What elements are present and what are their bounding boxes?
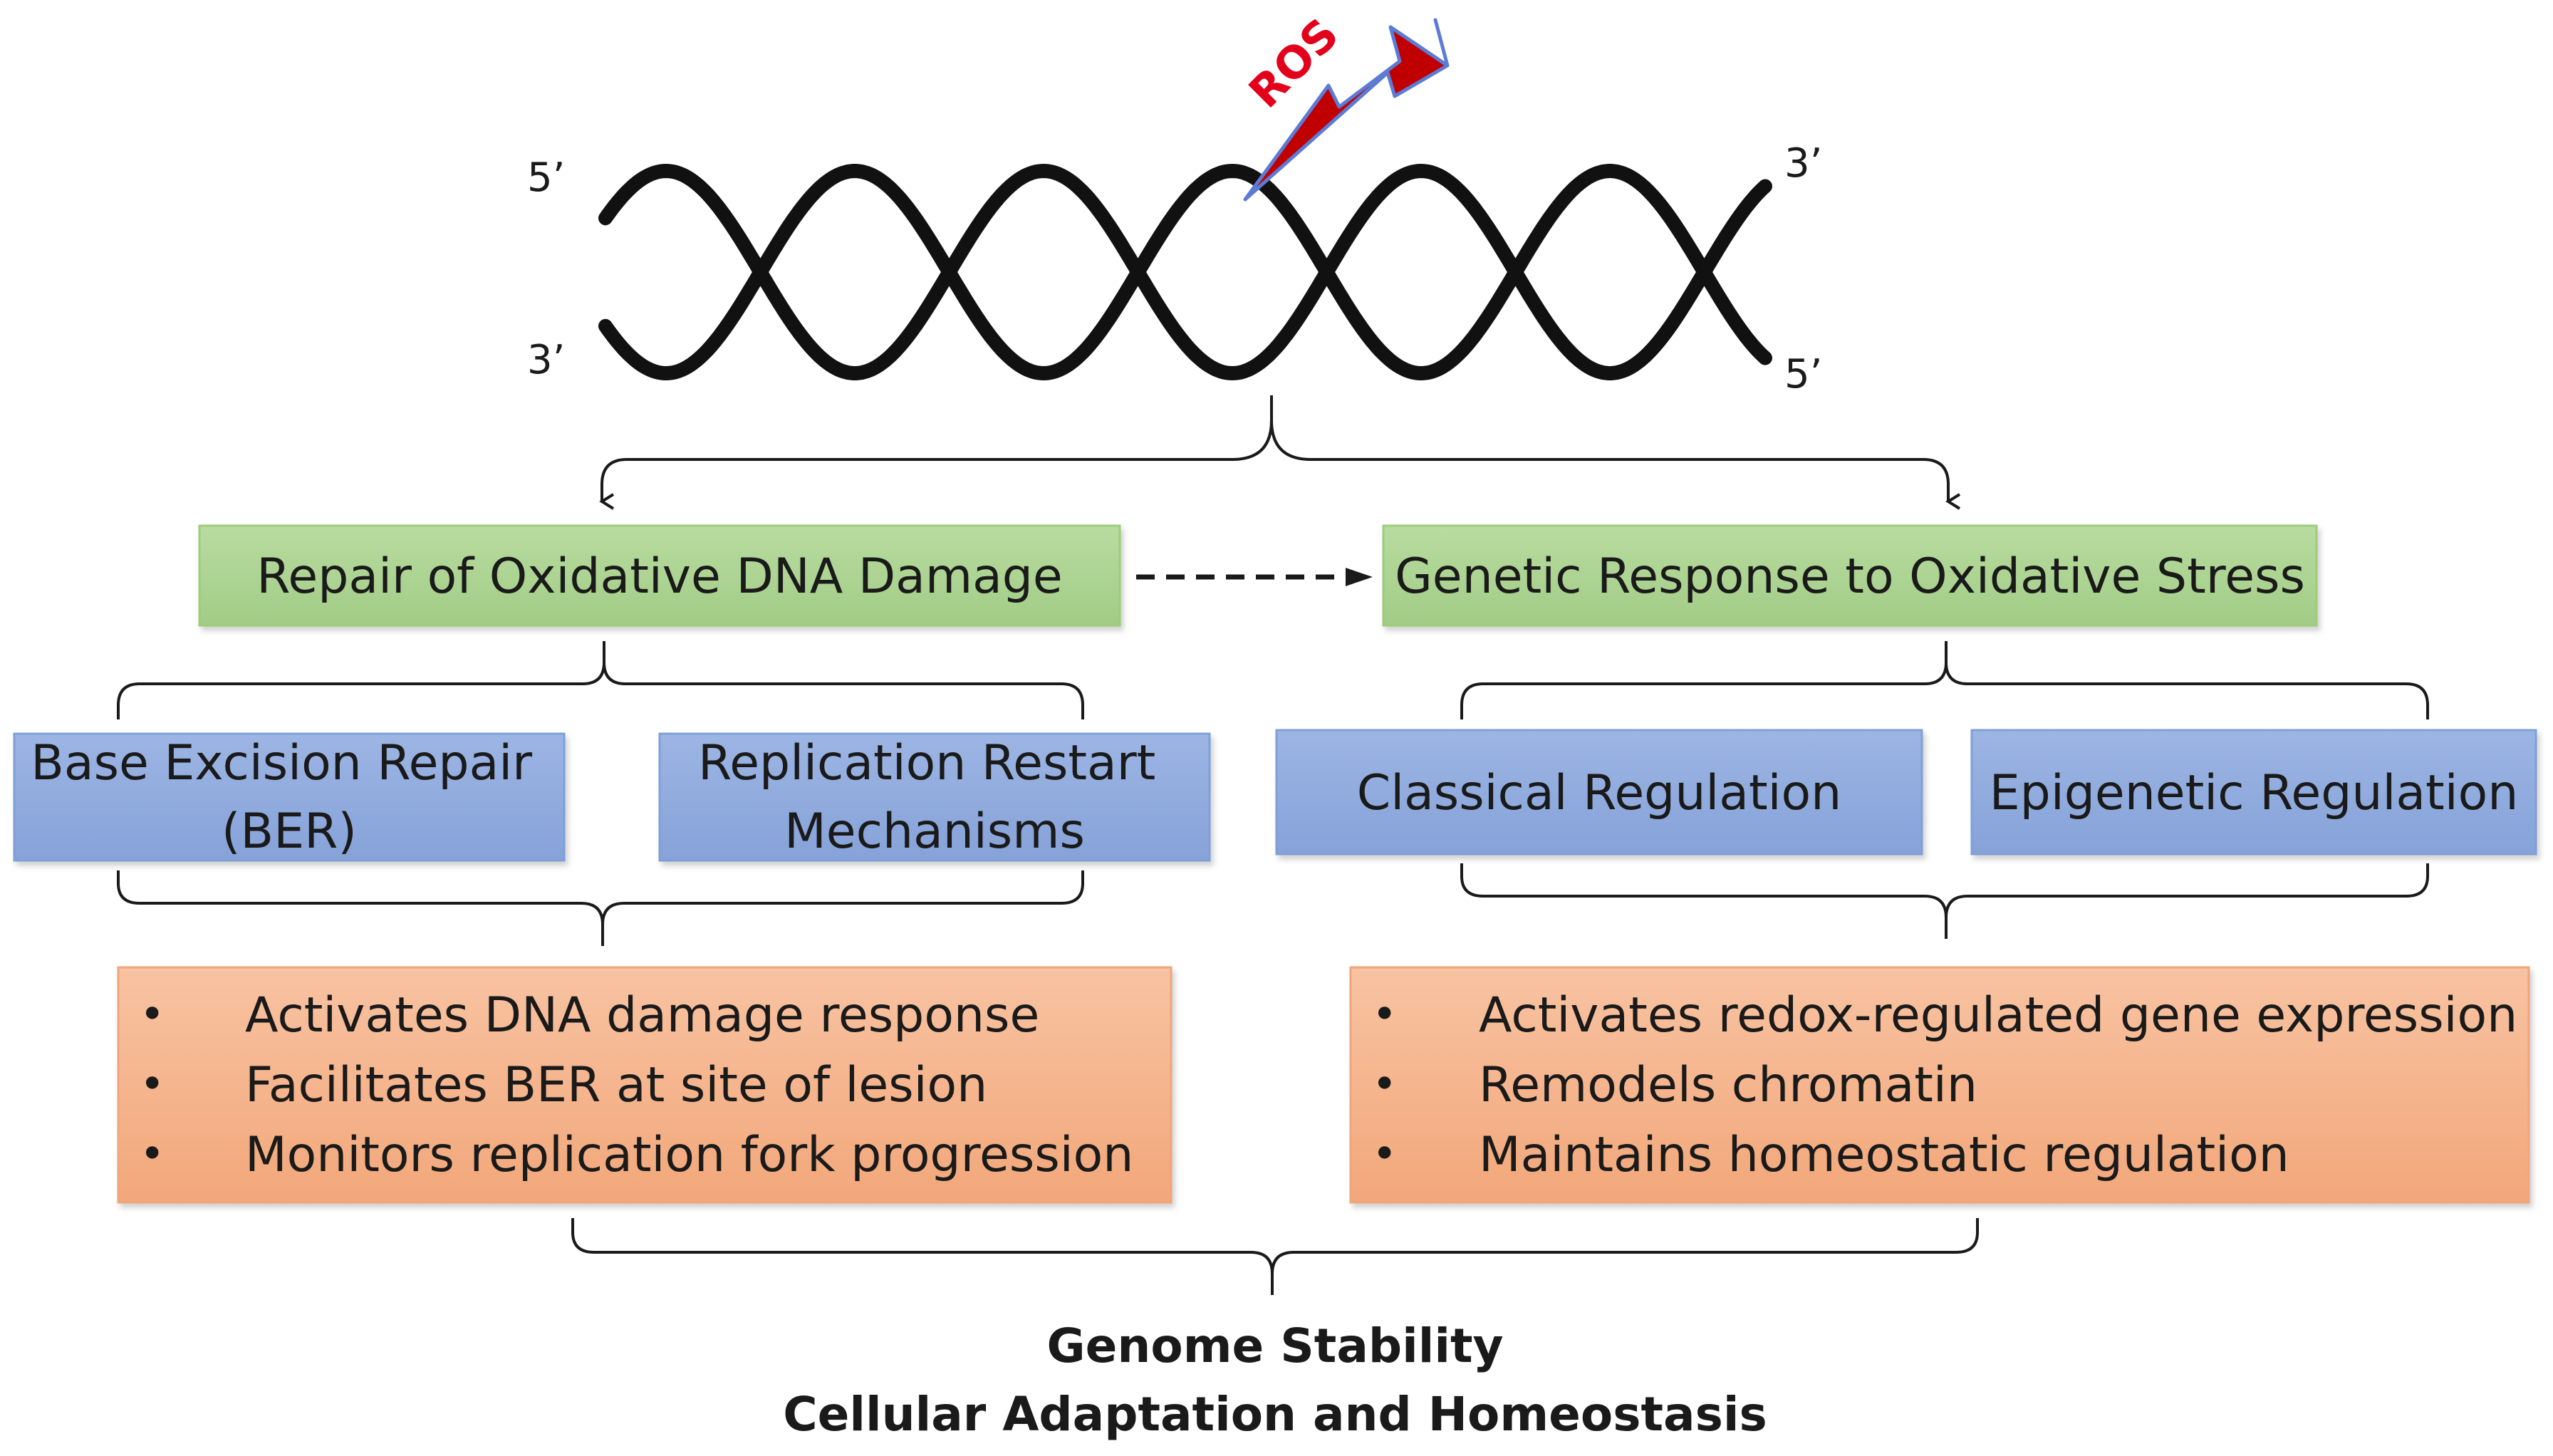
repair-outcome-bracket: [117, 870, 1084, 946]
replication-restart-label: Replication Restart Mechanisms: [698, 735, 1171, 860]
dna-strand-b: [598, 163, 1772, 381]
genetic-sub-bracket: [1460, 641, 2429, 719]
final-outcome-line-2: Cellular Adaptation and Homeostasis: [783, 1387, 1767, 1442]
final-outcome-line-1: Genome Stability: [1046, 1319, 1503, 1373]
replication-restart-line-2: Mechanisms: [784, 804, 1085, 860]
repair-pathway-header: Repair of Oxidative DNA Damage: [198, 524, 1121, 627]
genetic-response-title: Genetic Response to Oxidative Stress: [1395, 548, 2305, 605]
bullet-icon: •: [140, 1059, 165, 1109]
classical-regulation-box: Classical Regulation: [1275, 729, 1923, 856]
bullet-icon: •: [140, 989, 165, 1039]
genetic-outcome-3: Maintains homeostatic regulation: [1479, 1127, 2289, 1183]
epigenetic-regulation-line-1: Epigenetic Regulation: [1990, 765, 2519, 821]
epigenetic-regulation-box: Epigenetic Regulation: [1970, 729, 2537, 856]
bullet-icon: •: [1372, 1129, 1397, 1179]
genetic-outcome-2: Remodels chromatin: [1479, 1057, 1977, 1113]
genetic-outcomes-box: • Activates redox-regulated gene express…: [1349, 966, 2530, 1204]
replication-restart-box: Replication Restart Mechanisms: [658, 732, 1211, 862]
repair-sub-bracket: [117, 641, 1084, 719]
genetic-outcome-1: Activates redox-regulated gene expressio…: [1479, 987, 2517, 1044]
lightning-bolt-icon: [1243, 18, 1450, 202]
epigenetic-regulation-label: Epigenetic Regulation: [1990, 765, 2519, 821]
ber-box: Base Excision Repair (BER): [13, 732, 566, 862]
genetic-outcome-bracket: [1460, 863, 2429, 939]
bullet-icon: •: [1372, 1059, 1397, 1109]
ber-label: Base Excision Repair (BER): [31, 735, 547, 860]
bullet-icon: •: [1372, 989, 1397, 1039]
top-bracket: [599, 395, 1961, 510]
strand-label-bottom-right: 5’: [1784, 351, 1822, 397]
ber-label-line-1: Base Excision Repair: [31, 735, 532, 791]
classical-regulation-label: Classical Regulation: [1357, 765, 1841, 821]
dna-helix: 5’ 3’ 3’ 5’: [527, 140, 1822, 397]
bullet-icon: •: [140, 1129, 165, 1179]
genetic-response-header: Genetic Response to Oxidative Stress: [1382, 524, 2318, 627]
ber-label-line-2: (BER): [222, 804, 357, 860]
classical-regulation-line-1: Classical Regulation: [1357, 765, 1841, 821]
strand-label-bottom-left: 3’: [527, 337, 565, 383]
strand-label-top-right: 3’: [1784, 140, 1822, 187]
dna-strand-a: [598, 163, 1772, 381]
final-bracket: [571, 1218, 1979, 1295]
strand-label-top-left: 5’: [527, 155, 565, 201]
replication-restart-line-1: Replication Restart: [698, 735, 1155, 791]
repair-outcome-2: Facilitates BER at site of lesion: [245, 1057, 987, 1113]
repair-pathway-title: Repair of Oxidative DNA Damage: [256, 548, 1063, 605]
repair-outcome-1: Activates DNA damage response: [245, 987, 1039, 1044]
repair-outcome-3: Monitors replication fork progression: [245, 1127, 1133, 1183]
repair-outcomes-box: • Activates DNA damage response • Facili…: [117, 966, 1172, 1204]
